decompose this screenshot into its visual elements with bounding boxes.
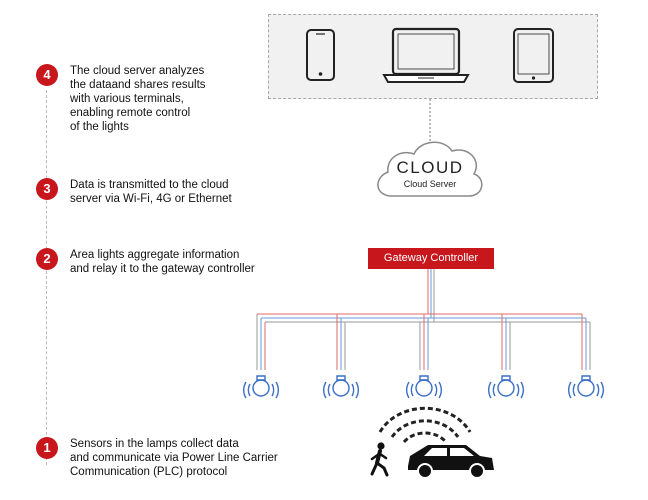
step-4: 4 The cloud server analyzes the dataand … — [36, 64, 260, 134]
bulb-icon — [242, 375, 280, 399]
steps-dashed-line — [46, 90, 47, 465]
bulb-icon — [405, 375, 443, 399]
cloud-title: CLOUD — [396, 158, 464, 177]
step-3-badge: 3 — [36, 178, 58, 200]
step-1: 1 Sensors in the lamps collect data and … — [36, 437, 290, 479]
bulb-icon — [487, 375, 525, 399]
step-1-badge: 1 — [36, 437, 58, 459]
step-2: 2 Area lights aggregate information and … — [36, 248, 290, 276]
step-4-text: The cloud server analyzes the dataand sh… — [70, 65, 206, 133]
smartphone-icon — [306, 29, 335, 81]
tablet-icon — [513, 28, 554, 83]
wireless-signal-icon — [378, 406, 472, 444]
step-3-text: Data is transmitted to the cloud server … — [70, 179, 232, 205]
power-line-wires — [256, 269, 591, 370]
step-2-badge: 2 — [36, 248, 58, 270]
walking-person-icon — [370, 442, 389, 477]
laptop-icon — [382, 27, 470, 83]
car-icon — [408, 445, 494, 479]
step-1-text: Sensors in the lamps collect data and co… — [70, 438, 278, 478]
step-3: 3 Data is transmitted to the cloud serve… — [36, 178, 270, 206]
gateway-controller-box: Gateway Controller — [368, 248, 494, 269]
step-4-badge: 4 — [36, 64, 58, 86]
bulb-icon — [322, 375, 360, 399]
step-2-text: Area lights aggregate information and re… — [70, 249, 255, 275]
cloud-subtitle: Cloud Server — [403, 179, 457, 189]
bulb-icon — [567, 375, 605, 399]
cloud-icon — [377, 141, 483, 197]
